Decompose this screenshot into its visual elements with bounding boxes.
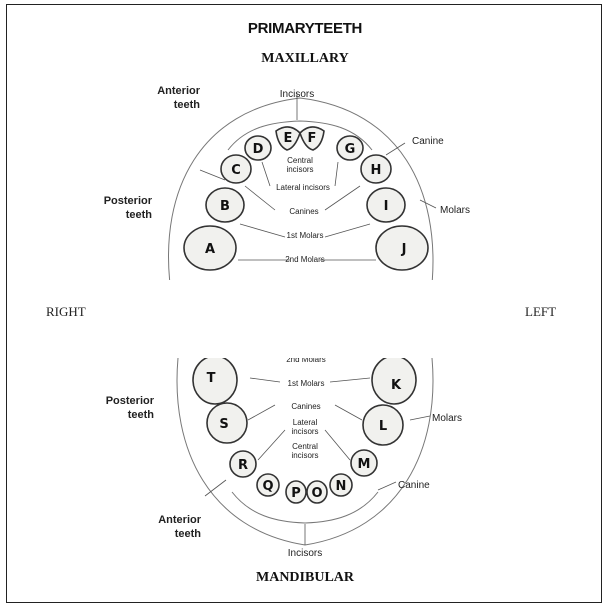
tooth-A-letter: A [205,242,215,257]
max-posterior-label-2: teeth [126,209,153,221]
mand-lateral-label-1: Lateral [293,418,318,427]
max-anterior-label-2: teeth [174,99,201,111]
tooth-T-letter: T [207,371,216,386]
max-central-label-2: incisors [286,165,313,174]
tooth-L-letter: L [379,419,387,434]
mand-central-label-1: Central [292,442,318,451]
max-second-molars-label: 2nd Molars [285,255,325,264]
mand-posterior-label-1: Posterior [106,395,155,407]
tooth-J-letter: J [401,242,407,257]
tooth-K-letter: K [391,378,402,393]
max-incisors-label: Incisors [280,89,314,100]
max-central-label-1: Central [287,156,313,165]
mand-anterior-label-1: Anterior [158,514,202,526]
mand-anterior-label-2: teeth [175,528,202,540]
tooth-I-letter: I [384,199,389,214]
max-canine-side-label: Canine [412,136,444,147]
tooth-C-letter: C [231,163,241,178]
mand-central-label-2: incisors [291,451,318,460]
tooth-H-letter: H [371,163,382,178]
tooth-Q-letter: Q [262,479,273,494]
max-anterior-label-1: Anterior [157,85,201,97]
max-posterior-label-1: Posterior [104,195,153,207]
tooth-O-letter: O [311,486,322,501]
mand-canine-side-label: Canine [398,480,430,491]
tooth-P-letter: P [291,486,301,501]
mand-canines-label: Canines [291,402,320,411]
tooth-B-letter: B [220,199,230,214]
tooth-G-letter: G [345,142,356,157]
mand-molars-side-label: Molars [432,413,462,424]
tooth-S-letter: S [219,417,228,432]
tooth-F-letter: F [308,131,317,146]
max-molars-side-label: Molars [440,205,470,216]
mand-incisors-label: Incisors [288,548,322,559]
tooth-M-letter: M [358,457,371,472]
mand-first-molars-label: 1st Molars [288,379,325,388]
max-canines-label: Canines [289,207,318,216]
tooth-D-letter: D [253,142,264,157]
tooth-E-letter: E [284,131,293,146]
mand-lateral-label-2: incisors [291,427,318,436]
tooth-N-letter: N [336,479,347,494]
max-first-molars-label: 1st Molars [287,231,324,240]
mand-posterior-label-2: teeth [128,409,155,421]
tooth-R-letter: R [238,458,248,473]
mand-top-cut-label: 2nd Molars [286,355,326,364]
max-lateral-label: Lateral incisors [276,183,330,192]
